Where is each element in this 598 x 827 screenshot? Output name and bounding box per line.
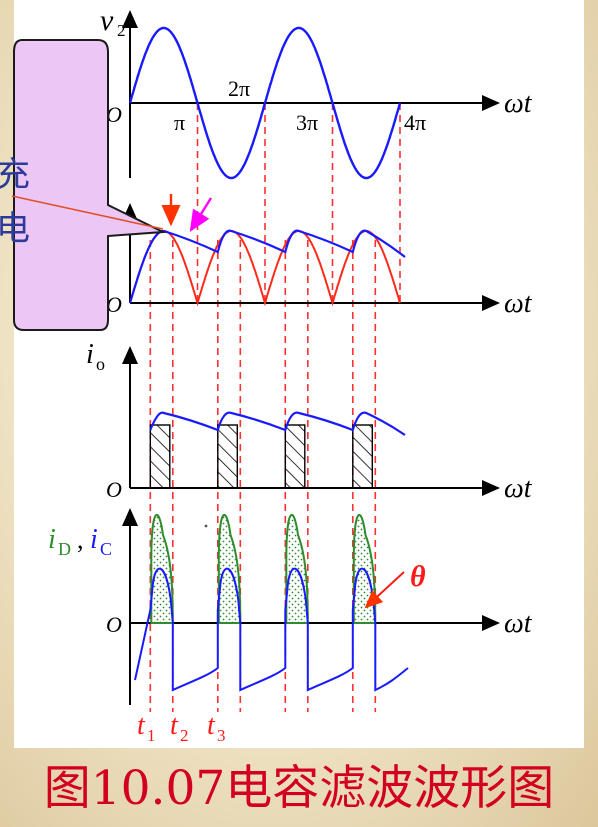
time-guide-lines	[149, 103, 401, 712]
label-t1-sub: 1	[147, 726, 156, 745]
label-origin-1: O	[106, 102, 122, 127]
capacitor-current-wave	[134, 567, 409, 692]
label-2pi: 2π	[228, 76, 250, 101]
label-t2: t	[170, 710, 179, 741]
figure-caption: 图10.07电容滤波波形图	[43, 761, 555, 816]
label-i0: i	[86, 339, 94, 370]
callout-shape	[13, 39, 167, 331]
capacitor-ripple-wave	[128, 229, 406, 304]
label-i0-sub: o	[96, 354, 105, 374]
waveform-diagram: v 2 O π 2π 3π 4π ωt O ωt i o O ωt i D , …	[0, 4, 533, 745]
label-omega-t-4: ωt	[504, 608, 533, 639]
label-origin-2: O	[106, 292, 122, 317]
panel-vo	[122, 203, 500, 311]
label-origin-4: O	[106, 612, 122, 637]
label-4pi: 4π	[404, 110, 426, 135]
label-t3-sub: 3	[217, 726, 226, 745]
magenta-pointer-arrow	[189, 197, 213, 233]
panel-io	[122, 346, 500, 496]
label-comma: ,	[77, 525, 84, 554]
callout-bubble: 充 电	[0, 39, 167, 331]
theta-arrow	[364, 571, 405, 609]
callout-tail-edge	[11, 195, 164, 230]
callout-text-line2: 电	[0, 209, 30, 249]
label-omega-t-3: ωt	[504, 473, 533, 504]
charge-hatch-regions	[149, 424, 373, 489]
v2-sine-wave	[128, 26, 402, 180]
hatch-region	[149, 424, 171, 489]
axis-labels: v 2 O π 2π 3π 4π ωt O ωt i o O ωt i D , …	[48, 4, 533, 745]
label-theta: θ	[410, 560, 426, 593]
label-t3: t	[207, 710, 216, 741]
hatch-region	[352, 424, 373, 489]
diode-current-pulses	[150, 514, 377, 624]
stray-dot	[204, 524, 208, 528]
label-t2-sub: 2	[180, 726, 189, 745]
io-ripple-wave	[149, 411, 406, 436]
label-t1: t	[137, 710, 146, 741]
label-iC-sub: C	[100, 539, 112, 559]
rectified-wave	[129, 230, 401, 307]
label-v2: v	[100, 4, 114, 37]
label-iD: i	[48, 524, 56, 555]
label-origin-3: O	[106, 477, 122, 502]
hatch-region	[217, 424, 239, 489]
label-3pi: 3π	[296, 110, 318, 135]
panel-v2	[122, 10, 500, 180]
hatch-region	[284, 424, 306, 489]
label-v2-sub: 2	[117, 21, 126, 40]
panel-id-ic	[122, 508, 500, 705]
label-iC: i	[90, 524, 98, 555]
label-iD-sub: D	[58, 539, 71, 559]
label-omega-t-1: ωt	[504, 88, 533, 119]
label-pi: π	[174, 110, 185, 135]
callout-text-line1: 充	[0, 155, 30, 195]
label-omega-t-2: ωt	[504, 288, 533, 319]
